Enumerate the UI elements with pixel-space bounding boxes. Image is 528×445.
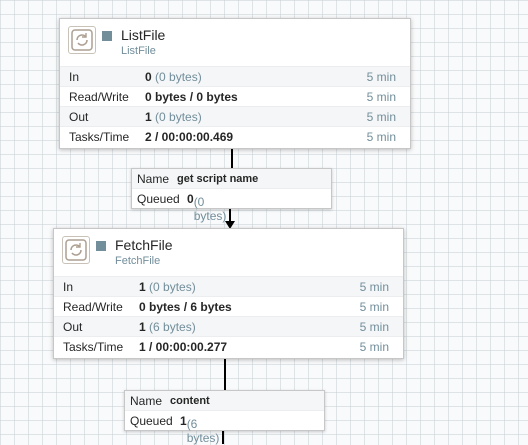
processor-name: FetchFile xyxy=(115,237,173,253)
processor-icon xyxy=(68,26,96,54)
stat-label: Read/Write xyxy=(69,90,129,104)
connection-name-label: Name xyxy=(130,394,163,408)
stat-label: Tasks/Time xyxy=(69,130,130,144)
connection-name-row: Name content xyxy=(125,391,324,411)
stopped-square-icon xyxy=(102,31,112,41)
stat-value: 1 / 00:00:00.277 xyxy=(139,340,228,354)
connection-label-get-script-name[interactable]: Name get script name Queued 0 (0 bytes) xyxy=(131,168,332,223)
processor-fetchfile[interactable]: FetchFile FetchFile In 1 (0 bytes) 5 min… xyxy=(53,228,404,359)
stopped-square-icon xyxy=(96,241,106,251)
connection-arrow-1 xyxy=(225,221,235,229)
stat-value: 0 (0 bytes) xyxy=(145,70,202,84)
stat-row-tasks: Tasks/Time 1 / 00:00:00.277 5 min xyxy=(54,336,403,356)
stat-label: Tasks/Time xyxy=(63,340,124,354)
connection-line-1-top[interactable] xyxy=(231,147,233,171)
stat-label: Out xyxy=(63,320,83,334)
connection-queued-label: Queued xyxy=(137,192,180,206)
connection-queued-value: 1 (6 bytes) xyxy=(180,414,220,445)
stat-label: In xyxy=(69,70,80,84)
stat-row-out: Out 1 (6 bytes) 5 min xyxy=(54,316,403,336)
processor-header: ListFile ListFile xyxy=(60,19,410,66)
connection-line-2-bottom[interactable] xyxy=(222,430,224,444)
connection-name: get script name xyxy=(177,173,259,185)
processor-icon xyxy=(62,236,90,264)
processor-header: FetchFile FetchFile xyxy=(54,229,403,276)
stat-time: 5 min xyxy=(359,300,389,314)
stat-time: 5 min xyxy=(359,340,389,354)
connection-queued-row: Queued 0 (0 bytes) xyxy=(132,189,331,223)
processor-listfile[interactable]: ListFile ListFile In 0 (0 bytes) 5 min R… xyxy=(59,18,411,149)
connection-line-1-bottom[interactable] xyxy=(229,208,231,222)
connection-name-row: Name get script name xyxy=(132,169,331,189)
stat-row-in: In 0 (0 bytes) 5 min xyxy=(60,66,410,86)
connection-name: content xyxy=(170,395,210,407)
stat-time: 5 min xyxy=(359,280,389,294)
stat-row-in: In 1 (0 bytes) 5 min xyxy=(54,276,403,296)
stat-row-readwrite: Read/Write 0 bytes / 6 bytes 5 min xyxy=(54,296,403,316)
stat-row-readwrite: Read/Write 0 bytes / 0 bytes 5 min xyxy=(60,86,410,106)
stat-value: 0 bytes / 6 bytes xyxy=(139,300,232,314)
connection-line-2-top[interactable] xyxy=(224,357,226,391)
processor-type: ListFile xyxy=(121,45,156,57)
stat-value: 1 (0 bytes) xyxy=(139,280,196,294)
connection-label-content[interactable]: Name content Queued 1 (6 bytes) xyxy=(124,390,325,445)
stat-label: Read/Write xyxy=(63,300,123,314)
stat-row-out: Out 1 (0 bytes) 5 min xyxy=(60,106,410,126)
connection-queued-label: Queued xyxy=(130,414,173,428)
stat-time: 5 min xyxy=(359,320,389,334)
stat-time: 5 min xyxy=(366,90,396,104)
connection-queued-row: Queued 1 (6 bytes) xyxy=(125,411,324,445)
stat-time: 5 min xyxy=(366,130,396,144)
processor-name: ListFile xyxy=(121,27,166,43)
stat-value: 2 / 00:00:00.469 xyxy=(145,130,234,144)
stat-value: 1 (6 bytes) xyxy=(139,320,196,334)
stat-time: 5 min xyxy=(366,70,396,84)
stat-label: In xyxy=(63,280,74,294)
stat-row-tasks: Tasks/Time 2 / 00:00:00.469 5 min xyxy=(60,126,410,146)
stat-time: 5 min xyxy=(366,110,396,124)
stat-value: 1 (0 bytes) xyxy=(145,110,202,124)
stat-label: Out xyxy=(69,110,89,124)
processor-type: FetchFile xyxy=(115,255,161,267)
connection-name-label: Name xyxy=(137,172,170,186)
stat-value: 0 bytes / 0 bytes xyxy=(145,90,238,104)
connection-queued-value: 0 (0 bytes) xyxy=(187,192,227,223)
